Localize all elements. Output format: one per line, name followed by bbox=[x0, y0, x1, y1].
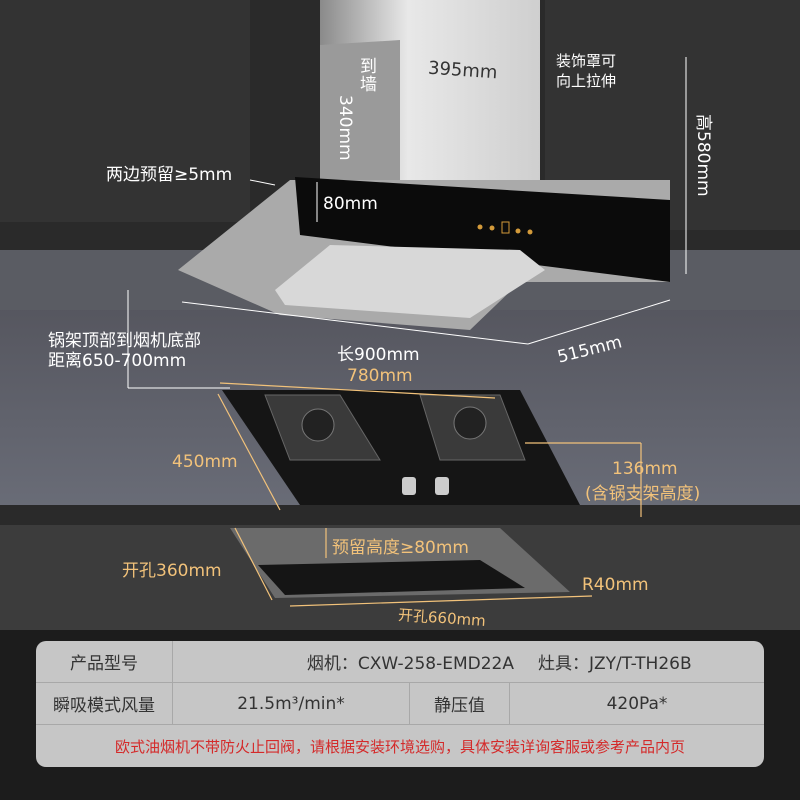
reserve-height-label: 预留高度≥80mm bbox=[332, 538, 469, 558]
cover-note-line1: 装饰罩可 bbox=[556, 52, 617, 70]
mount-distance-line1: 锅架顶部到烟机底部 bbox=[48, 331, 201, 351]
stove-width-label: 780mm bbox=[347, 366, 413, 386]
installation-note: 欧式油烟机不带防火止回阀，请根据安装环境选购，具体安装详询客服或参考产品内页 bbox=[114, 737, 685, 756]
stove-height-label: 136mm bbox=[612, 459, 678, 479]
table-row: 瞬吸模式风量 21.5m³/min* 静压值 420Pa* bbox=[36, 683, 764, 725]
chimney-depth-label-2: 340mm bbox=[335, 95, 355, 161]
total-height-label: 高580mm bbox=[693, 114, 713, 197]
product-dimension-scene: 395mm 到墙 340mm 装饰罩可 向上拉伸 两边预留≥5mm 80mm 高… bbox=[0, 0, 800, 630]
product-illustration bbox=[0, 0, 800, 630]
cover-note-line2: 向上拉伸 bbox=[556, 72, 617, 90]
airflow-label: 瞬吸模式风量 bbox=[36, 683, 173, 724]
model-label: 产品型号 bbox=[36, 641, 173, 682]
chimney-depth-label-1: 到墙 bbox=[360, 57, 377, 95]
left-cabinet bbox=[0, 0, 250, 222]
stove-depth-label: 450mm bbox=[172, 452, 238, 472]
spec-table: 产品型号 烟机：CXW-258-EMD22A 灶具：JZY/T-TH26B 瞬吸… bbox=[36, 641, 764, 767]
panel-height-label: 80mm bbox=[323, 194, 378, 214]
stove-height-note: (含锅支架高度) bbox=[585, 484, 701, 504]
pressure-label: 静压值 bbox=[410, 683, 510, 724]
stove-model: 灶具：JZY/T-TH26B bbox=[538, 654, 692, 674]
pressure-value: 420Pa* bbox=[606, 693, 668, 714]
corner-radius-label: R40mm bbox=[582, 575, 649, 595]
mount-distance-line2: 距离650-700mm bbox=[48, 351, 187, 371]
hood-model: 烟机：CXW-258-EMD22A bbox=[306, 654, 514, 674]
hood-length-label: 长900mm bbox=[337, 345, 420, 365]
side-gap-label: 两边预留≥5mm bbox=[106, 165, 233, 185]
cutout-depth-label: 开孔360mm bbox=[122, 561, 222, 581]
table-row: 产品型号 烟机：CXW-258-EMD22A 灶具：JZY/T-TH26B bbox=[36, 641, 764, 683]
glass-panel bbox=[295, 177, 670, 282]
airflow-value: 21.5m³/min* bbox=[173, 683, 410, 724]
